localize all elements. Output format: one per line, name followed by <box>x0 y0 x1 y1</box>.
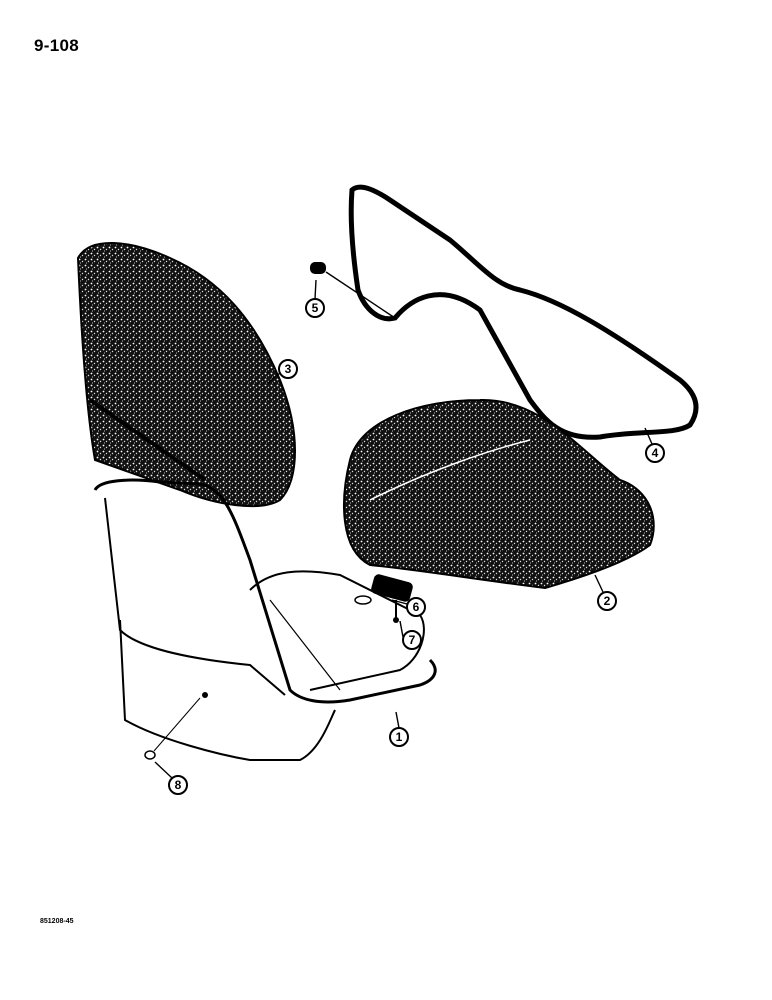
page-number: 9-108 <box>34 36 79 55</box>
figure-code: 851208-45 <box>40 918 74 925</box>
seat-frame-pan <box>93 478 437 761</box>
screw <box>393 600 399 623</box>
callout-3: 3 <box>278 359 298 379</box>
svg-text:7: 7 <box>409 633 416 647</box>
callout-5: 5 <box>305 298 325 318</box>
svg-text:4: 4 <box>652 446 659 460</box>
seat-cushion <box>343 398 655 590</box>
svg-text:5: 5 <box>312 301 319 315</box>
backrest-cushion <box>76 241 296 508</box>
svg-text:1: 1 <box>396 730 403 744</box>
svg-text:6: 6 <box>413 600 420 614</box>
latch <box>354 574 413 605</box>
svg-text:8: 8 <box>175 778 182 792</box>
plug <box>144 697 201 760</box>
trim-molding <box>348 184 699 440</box>
callout-2: 2 <box>597 591 617 611</box>
svg-text:3: 3 <box>285 362 292 376</box>
callout-6: 6 <box>406 597 426 617</box>
callout-1: 1 <box>389 727 409 747</box>
svg-text:2: 2 <box>604 594 611 608</box>
callout-7: 7 <box>402 630 422 650</box>
molding-joiner <box>310 262 396 319</box>
callout-4: 4 <box>645 443 665 463</box>
callout-8: 8 <box>168 775 188 795</box>
